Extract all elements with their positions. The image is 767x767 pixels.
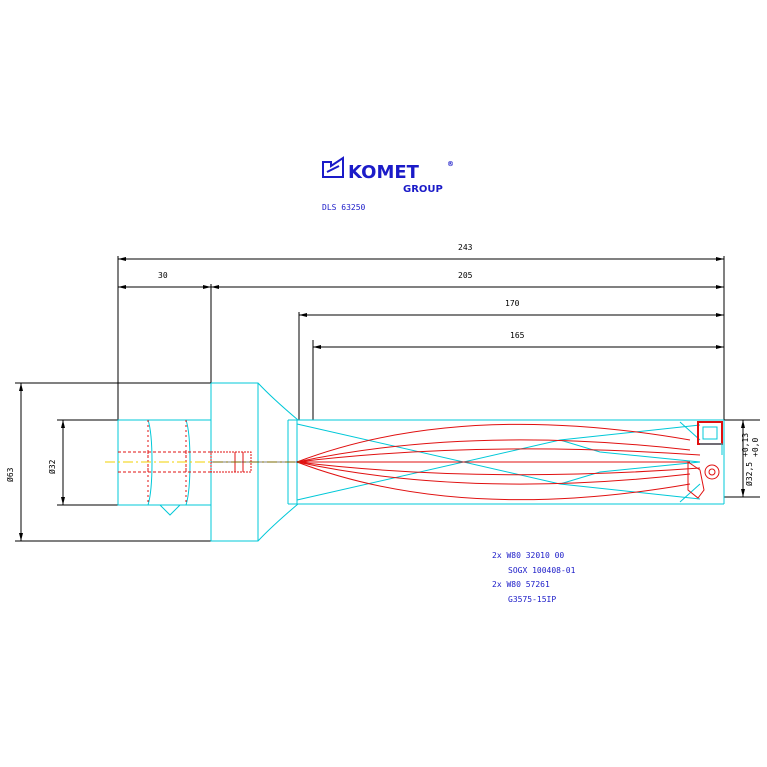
dim-tolerance-upper: +0,13 (741, 433, 750, 457)
logo-mark-icon (322, 156, 344, 178)
dim-usable-length: 165 (510, 331, 525, 340)
dimension-lines (15, 256, 760, 542)
outer-insert (697, 421, 723, 445)
registered-mark: ® (447, 160, 454, 168)
dim-body-length: 205 (458, 271, 473, 280)
komet-logo: KOMET ® GROUP (322, 156, 454, 195)
insert-line-1: 2x W80 32010 00 (492, 551, 564, 560)
insert-line-3: 2x W80 57261 (492, 580, 550, 589)
dim-tolerance-lower: +0,0 (751, 438, 760, 457)
part-number: DLS 63250 (322, 203, 366, 212)
dim-flute-length: 170 (505, 299, 520, 308)
insert-line-2: SOGX 100408-01 (508, 566, 576, 575)
dimension-arrows (19, 257, 745, 541)
dim-shank-length: 30 (158, 271, 168, 280)
logo-group: GROUP (403, 184, 443, 195)
dim-total-length: 243 (458, 243, 473, 252)
dim-drill-diameter: Ø32,5 (744, 462, 754, 486)
insert-line-4: G3575-15IP (508, 595, 556, 604)
dim-flange-diameter: Ø63 (5, 467, 15, 482)
dim-shank-diameter: Ø32 (47, 459, 57, 474)
cutting-inserts (687, 421, 723, 499)
inner-insert (704, 464, 720, 480)
coolant-channels (118, 420, 701, 505)
logo-wordmark: KOMET (348, 162, 420, 183)
